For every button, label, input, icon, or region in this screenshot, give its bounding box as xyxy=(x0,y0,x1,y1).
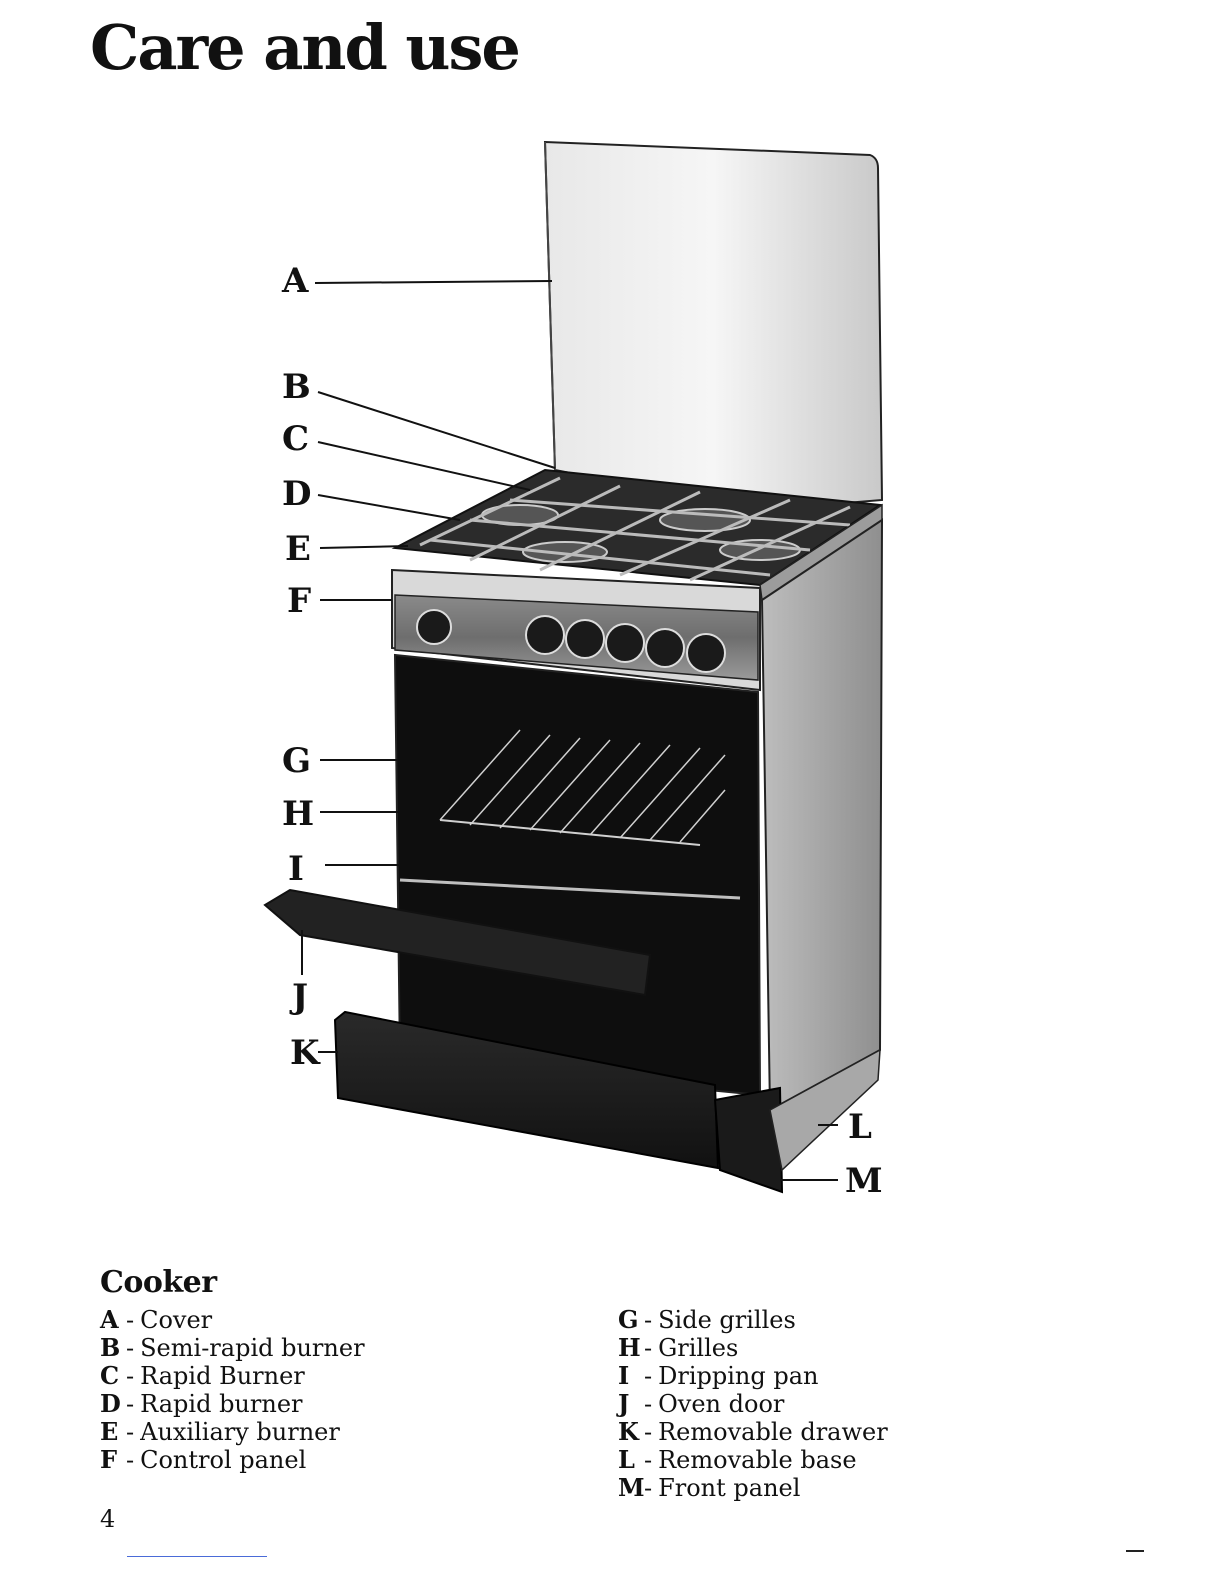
legend-item: H-Grilles xyxy=(618,1334,888,1362)
legend-key: L xyxy=(618,1446,644,1474)
legend-item: M-Front panel xyxy=(618,1474,888,1502)
legend-left-column: A-Cover B-Semi-rapid burner C-Rapid Burn… xyxy=(100,1306,365,1474)
legend-separator: - xyxy=(644,1446,652,1474)
callout-d: D xyxy=(282,474,311,514)
legend-label: Grilles xyxy=(658,1334,738,1362)
legend-separator: - xyxy=(644,1306,652,1334)
legend-item: G-Side grilles xyxy=(618,1306,888,1334)
legend-item: B-Semi-rapid burner xyxy=(100,1334,365,1362)
legend-key: G xyxy=(618,1306,644,1334)
callout-b: B xyxy=(282,367,311,407)
legend-item: J-Oven door xyxy=(618,1390,888,1418)
legend-right-column: G-Side grilles H-Grilles I-Dripping pan … xyxy=(618,1306,888,1502)
callout-l: L xyxy=(848,1107,872,1147)
legend-key: K xyxy=(618,1418,644,1446)
legend-item: F-Control panel xyxy=(100,1446,365,1474)
legend-label: Side grilles xyxy=(658,1306,796,1334)
legend-separator: - xyxy=(126,1306,134,1334)
legend-label: Rapid Burner xyxy=(140,1362,305,1390)
legend-key: J xyxy=(618,1390,644,1418)
callout-i: I xyxy=(288,849,304,889)
legend-item: K-Removable drawer xyxy=(618,1418,888,1446)
callout-h: H xyxy=(282,794,314,834)
legend-key: B xyxy=(100,1334,126,1362)
callout-j: J xyxy=(289,977,308,1017)
legend-separator: - xyxy=(644,1474,652,1502)
legend-label: Removable base xyxy=(658,1446,856,1474)
legend-separator: - xyxy=(126,1362,134,1390)
legend-key: E xyxy=(100,1418,126,1446)
legend-label: Dripping pan xyxy=(658,1362,818,1390)
page-number: 4 xyxy=(100,1505,115,1533)
legend-label: Removable drawer xyxy=(658,1418,888,1446)
callout-f: F xyxy=(287,581,311,621)
side-body xyxy=(762,520,882,1110)
legend-label: Oven door xyxy=(658,1390,784,1418)
legend-label: Rapid burner xyxy=(140,1390,302,1418)
callout-e: E xyxy=(285,529,311,569)
callout-k: K xyxy=(290,1033,321,1073)
legend-separator: - xyxy=(644,1390,652,1418)
oven-front xyxy=(395,655,760,1095)
legend-key: I xyxy=(618,1362,644,1390)
legend-separator: - xyxy=(644,1418,652,1446)
legend-label: Semi-rapid burner xyxy=(140,1334,364,1362)
cover-part xyxy=(545,142,882,510)
legend-separator: - xyxy=(644,1334,652,1362)
legend-item: C-Rapid Burner xyxy=(100,1362,365,1390)
legend-key: A xyxy=(100,1306,126,1334)
legend-item: E-Auxiliary burner xyxy=(100,1418,365,1446)
legend-key: M xyxy=(618,1474,644,1502)
callout-c: C xyxy=(282,419,309,459)
legend-label: Front panel xyxy=(658,1474,800,1502)
legend-key: C xyxy=(100,1362,126,1390)
legend-item: I-Dripping pan xyxy=(618,1362,888,1390)
legend-label: Cover xyxy=(140,1306,212,1334)
legend-key: D xyxy=(100,1390,126,1418)
legend-item: L-Removable base xyxy=(618,1446,888,1474)
legend-key: F xyxy=(100,1446,126,1474)
legend-label: Auxiliary burner xyxy=(140,1418,340,1446)
legend-separator: - xyxy=(126,1446,134,1474)
callout-g: G xyxy=(282,741,311,781)
legend-separator: - xyxy=(644,1362,652,1390)
legend-key: H xyxy=(618,1334,644,1362)
legend-separator: - xyxy=(126,1390,134,1418)
callout-a: A xyxy=(281,261,309,301)
legend-item: D-Rapid burner xyxy=(100,1390,365,1418)
callout-m: M xyxy=(845,1161,883,1201)
legend-title: Cooker xyxy=(100,1265,217,1300)
legend-label: Control panel xyxy=(140,1446,306,1474)
legend-separator: - xyxy=(126,1418,134,1446)
corner-mark xyxy=(1126,1550,1144,1552)
legend-item: A-Cover xyxy=(100,1306,365,1334)
cooker-illustration: A B C D E F G H I J K L M xyxy=(0,0,1225,1240)
footer-rule xyxy=(127,1556,267,1557)
legend-separator: - xyxy=(126,1334,134,1362)
